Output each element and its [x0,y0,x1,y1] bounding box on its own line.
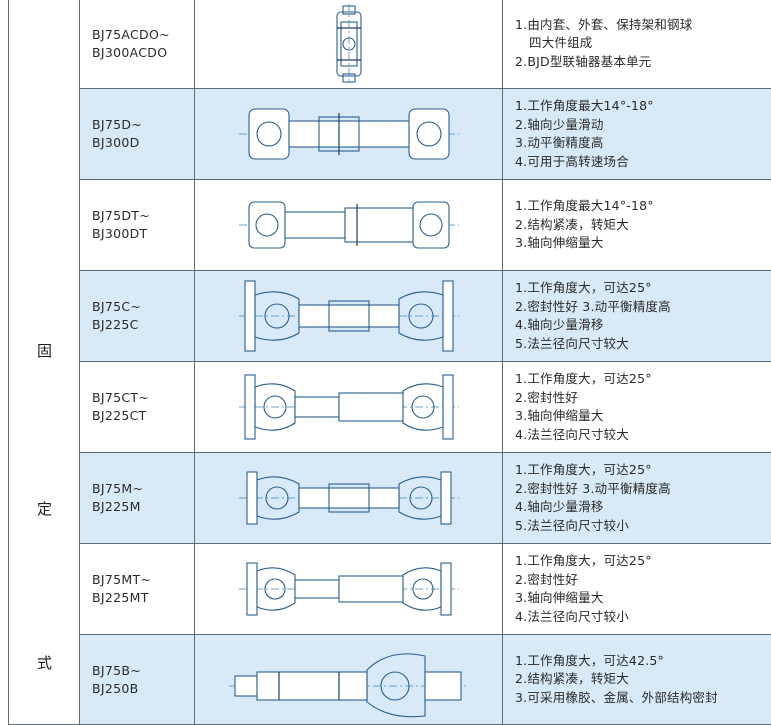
feature-line: 3.轴向伸缩量大 [515,234,771,253]
joint-unit-icon [319,4,379,84]
feature-line: 1.工作角度大，可达42.5° [515,652,771,671]
feature-line: 2.轴向少量滑动 [515,116,771,135]
feature-line: 1.工作角度大，可达25° [515,461,771,480]
model-cell: BJ75ACDO~BJ300ACDO [80,0,195,89]
feature-line: 1.工作角度最大14°-18° [515,97,771,116]
table-row: 固 定 式 BJ75ACDO~BJ300ACDO 1.由内套、外套、保持架和钢球 [9,0,771,89]
drawing-cell [195,362,503,453]
features-cell: 1.工作角度大，可达42.5° 2.结构紧凑，转矩大 3.可采用橡胶、金属、外部… [503,635,771,725]
features-cell: 1.工作角度最大14°-18° 2.轴向少量滑动 3.动平衡精度高 4.可用于高… [503,89,771,180]
model-line: BJ75DT~ [92,207,194,225]
feature-line: 3.动平衡精度高 [515,134,771,153]
feature-line: 3.可采用橡胶、金属、外部结构密封 [515,689,771,708]
model-cell: BJ75C~BJ225C [80,271,195,362]
feature-line: 4.轴向少量滑移 [515,498,771,517]
model-line: BJ300ACDO [92,44,194,62]
table-row: BJ75M~BJ225M 1.工作角度大，可达25° 2.密封性好 3.动平衡精… [9,453,771,544]
model-line: BJ75D~ [92,116,194,134]
coupling-spec-table: 固 定 式 BJ75ACDO~BJ300ACDO 1.由内套、外套、保持架和钢球 [8,0,771,725]
feature-line: 2.密封性好 3.动平衡精度高 [515,480,771,499]
feature-line: 2.密封性好 [515,571,771,590]
feature-line: 4.可用于高转速场合 [515,153,771,172]
model-line: BJ75MT~ [92,571,194,589]
driveshaft-d-icon [239,99,459,169]
feature-line: 1.工作角度大，可达25° [515,552,771,571]
driveshaft-c-icon [239,277,459,355]
model-cell: BJ75D~BJ300D [80,89,195,180]
feature-line: 5.法兰径向尺寸较大 [515,335,771,354]
drawing-cell [195,0,503,89]
drawing-cell [195,453,503,544]
table-row: BJ75DT~BJ300DT 1.工作角度最大14°-18° 2.结构紧凑，转矩… [9,180,771,271]
feature-line: 2.结构紧凑，转矩大 [515,216,771,235]
feature-line: 1.工作角度大，可达25° [515,370,771,389]
driveshaft-m-icon [239,462,459,534]
model-cell: BJ75M~BJ225M [80,453,195,544]
feature-line: 2.密封性好 3.动平衡精度高 [515,298,771,317]
features-cell: 1.工作角度最大14°-18° 2.结构紧凑，转矩大 3.轴向伸缩量大 [503,180,771,271]
model-cell: BJ75MT~BJ225MT [80,544,195,635]
model-cell: BJ75DT~BJ300DT [80,180,195,271]
model-line: BJ75CT~ [92,389,194,407]
features-cell: 1.工作角度大，可达25° 2.密封性好 3.动平衡精度高 4.轴向少量滑移 5… [503,453,771,544]
drawing-cell [195,180,503,271]
table-row: BJ75MT~BJ225MT 1.工作角度大，可达25° 2.密封性好 3.轴向… [9,544,771,635]
driveshaft-b-icon [229,642,469,718]
model-line: BJ225C [92,316,194,334]
model-line: BJ300DT [92,225,194,243]
drawing-cell [195,635,503,725]
features-cell: 1.工作角度大，可达25° 2.密封性好 3.轴向伸缩量大 4.法兰径向尺寸较大 [503,362,771,453]
group-char-1: 固 [9,340,80,361]
driveshaft-dt-icon [239,190,459,260]
model-line: BJ75B~ [92,662,194,680]
feature-line: 3.轴向伸缩量大 [515,589,771,608]
driveshaft-ct-icon [239,369,459,445]
features-cell: 1.由内套、外套、保持架和钢球 四大件组成 2.BJD型联轴器基本单元 [503,0,771,89]
feature-line: 5.法兰径向尺寸较小 [515,517,771,536]
feature-line: 4.法兰径向尺寸较大 [515,426,771,445]
model-line: BJ300D [92,134,194,152]
feature-line: 4.法兰径向尺寸较小 [515,608,771,627]
table-row: BJ75C~BJ225C 1.工作角度大，可达25° 2.密封性好 3.动平衡精… [9,271,771,362]
drawing-cell [195,271,503,362]
feature-line: 1.工作角度大，可达25° [515,279,771,298]
group-char-2: 定 [9,498,80,519]
feature-line: 2.结构紧凑，转矩大 [515,670,771,689]
feature-line: 2.密封性好 [515,389,771,408]
model-line: BJ75M~ [92,480,194,498]
model-line: BJ225CT [92,407,194,425]
table-row: BJ75D~BJ300D 1.工作角度最大14°-18° 2.轴向少量滑动 3.… [9,89,771,180]
group-char-3: 式 [9,652,80,673]
feature-line: 1.工作角度最大14°-18° [515,197,771,216]
features-cell: 1.工作角度大，可达25° 2.密封性好 3.动平衡精度高 4.轴向少量滑移 5… [503,271,771,362]
model-cell: BJ75B~BJ250B [80,635,195,725]
feature-line: 4.轴向少量滑移 [515,316,771,335]
driveshaft-mt-icon [239,553,459,625]
model-line: BJ75C~ [92,298,194,316]
feature-line: 2.BJD型联轴器基本单元 [515,53,771,72]
drawing-cell [195,89,503,180]
table-row: BJ75CT~BJ225CT 1.工作角度大，可达25° 2.密封性好 3.轴向… [9,362,771,453]
model-line: BJ225M [92,498,194,516]
model-line: BJ225MT [92,589,194,607]
model-line: BJ75ACDO~ [92,26,194,44]
model-line: BJ250B [92,680,194,698]
feature-line: 四大件组成 [515,34,771,53]
features-cell: 1.工作角度大，可达25° 2.密封性好 3.轴向伸缩量大 4.法兰径向尺寸较小 [503,544,771,635]
feature-line: 1.由内套、外套、保持架和钢球 [515,16,771,35]
model-cell: BJ75CT~BJ225CT [80,362,195,453]
drawing-cell [195,544,503,635]
group-cell: 固 定 式 [9,0,80,725]
feature-line: 3.轴向伸缩量大 [515,407,771,426]
table-row: BJ75B~BJ250B 1.工作角度大，可达42.5° 2.结构紧凑，转矩大 … [9,635,771,725]
